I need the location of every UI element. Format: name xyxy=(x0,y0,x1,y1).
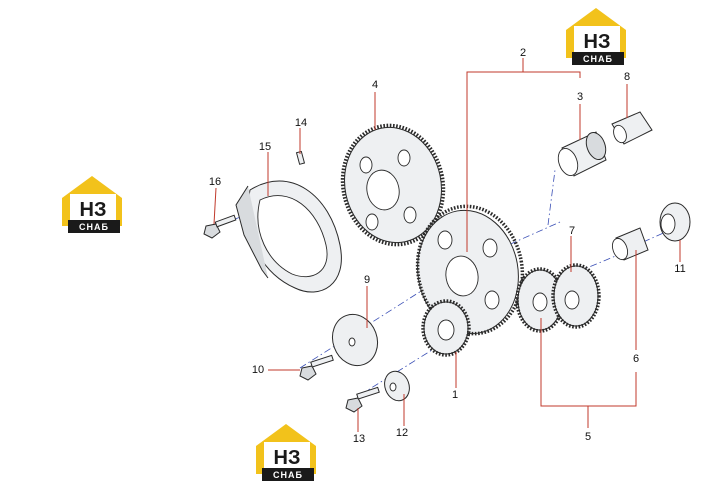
callout-2: 2 xyxy=(520,47,526,59)
shaft-11 xyxy=(659,202,691,242)
callout-13: 13 xyxy=(353,433,365,445)
callout-11: 11 xyxy=(674,263,685,275)
logo-word: СНАБ xyxy=(583,54,613,64)
callout-1: 1 xyxy=(452,389,458,401)
logo-word: СНАБ xyxy=(273,470,303,480)
logo-word: СНАБ xyxy=(79,222,109,232)
logo-mark: НЗ xyxy=(274,447,301,469)
leader-lines xyxy=(213,58,681,432)
large-gear xyxy=(340,123,446,247)
timing-cover-plate xyxy=(235,180,342,293)
cover-bolt xyxy=(203,214,237,239)
callout-15: 15 xyxy=(259,141,271,153)
callout-16: 16 xyxy=(209,176,221,188)
callout-9: 9 xyxy=(364,274,370,286)
callout-3: 3 xyxy=(577,91,583,103)
logo-mark: НЗ xyxy=(584,31,611,53)
callout-5: 5 xyxy=(585,431,591,443)
brand-logo-left: НЗ СНАБ xyxy=(62,176,122,233)
thrust-washer-12 xyxy=(384,370,410,402)
callout-12: 12 xyxy=(396,427,408,439)
bolt-10 xyxy=(299,354,334,381)
brand-logo-top-right: НЗ СНАБ xyxy=(566,8,626,65)
dowel-pin xyxy=(295,150,306,165)
callout-8: 8 xyxy=(624,71,630,83)
callout-numbers: 1 2 3 4 5 6 7 8 9 10 11 12 13 14 15 16 xyxy=(209,47,686,445)
bushing-3 xyxy=(557,131,607,177)
callout-4: 4 xyxy=(372,79,378,91)
brand-logo-bottom: НЗ СНАБ xyxy=(256,424,316,481)
idler-gear-7 xyxy=(551,263,601,329)
logo-mark: НЗ xyxy=(80,199,107,221)
callout-7: 7 xyxy=(569,225,575,237)
bolt-13 xyxy=(345,386,380,413)
crank-gear xyxy=(421,299,471,357)
callout-6: 6 xyxy=(633,353,639,365)
callout-10: 10 xyxy=(252,364,264,376)
thrust-washer-9 xyxy=(331,313,379,367)
callout-14: 14 xyxy=(295,117,307,129)
shaft-8 xyxy=(611,111,653,145)
bushing-6 xyxy=(611,227,649,261)
